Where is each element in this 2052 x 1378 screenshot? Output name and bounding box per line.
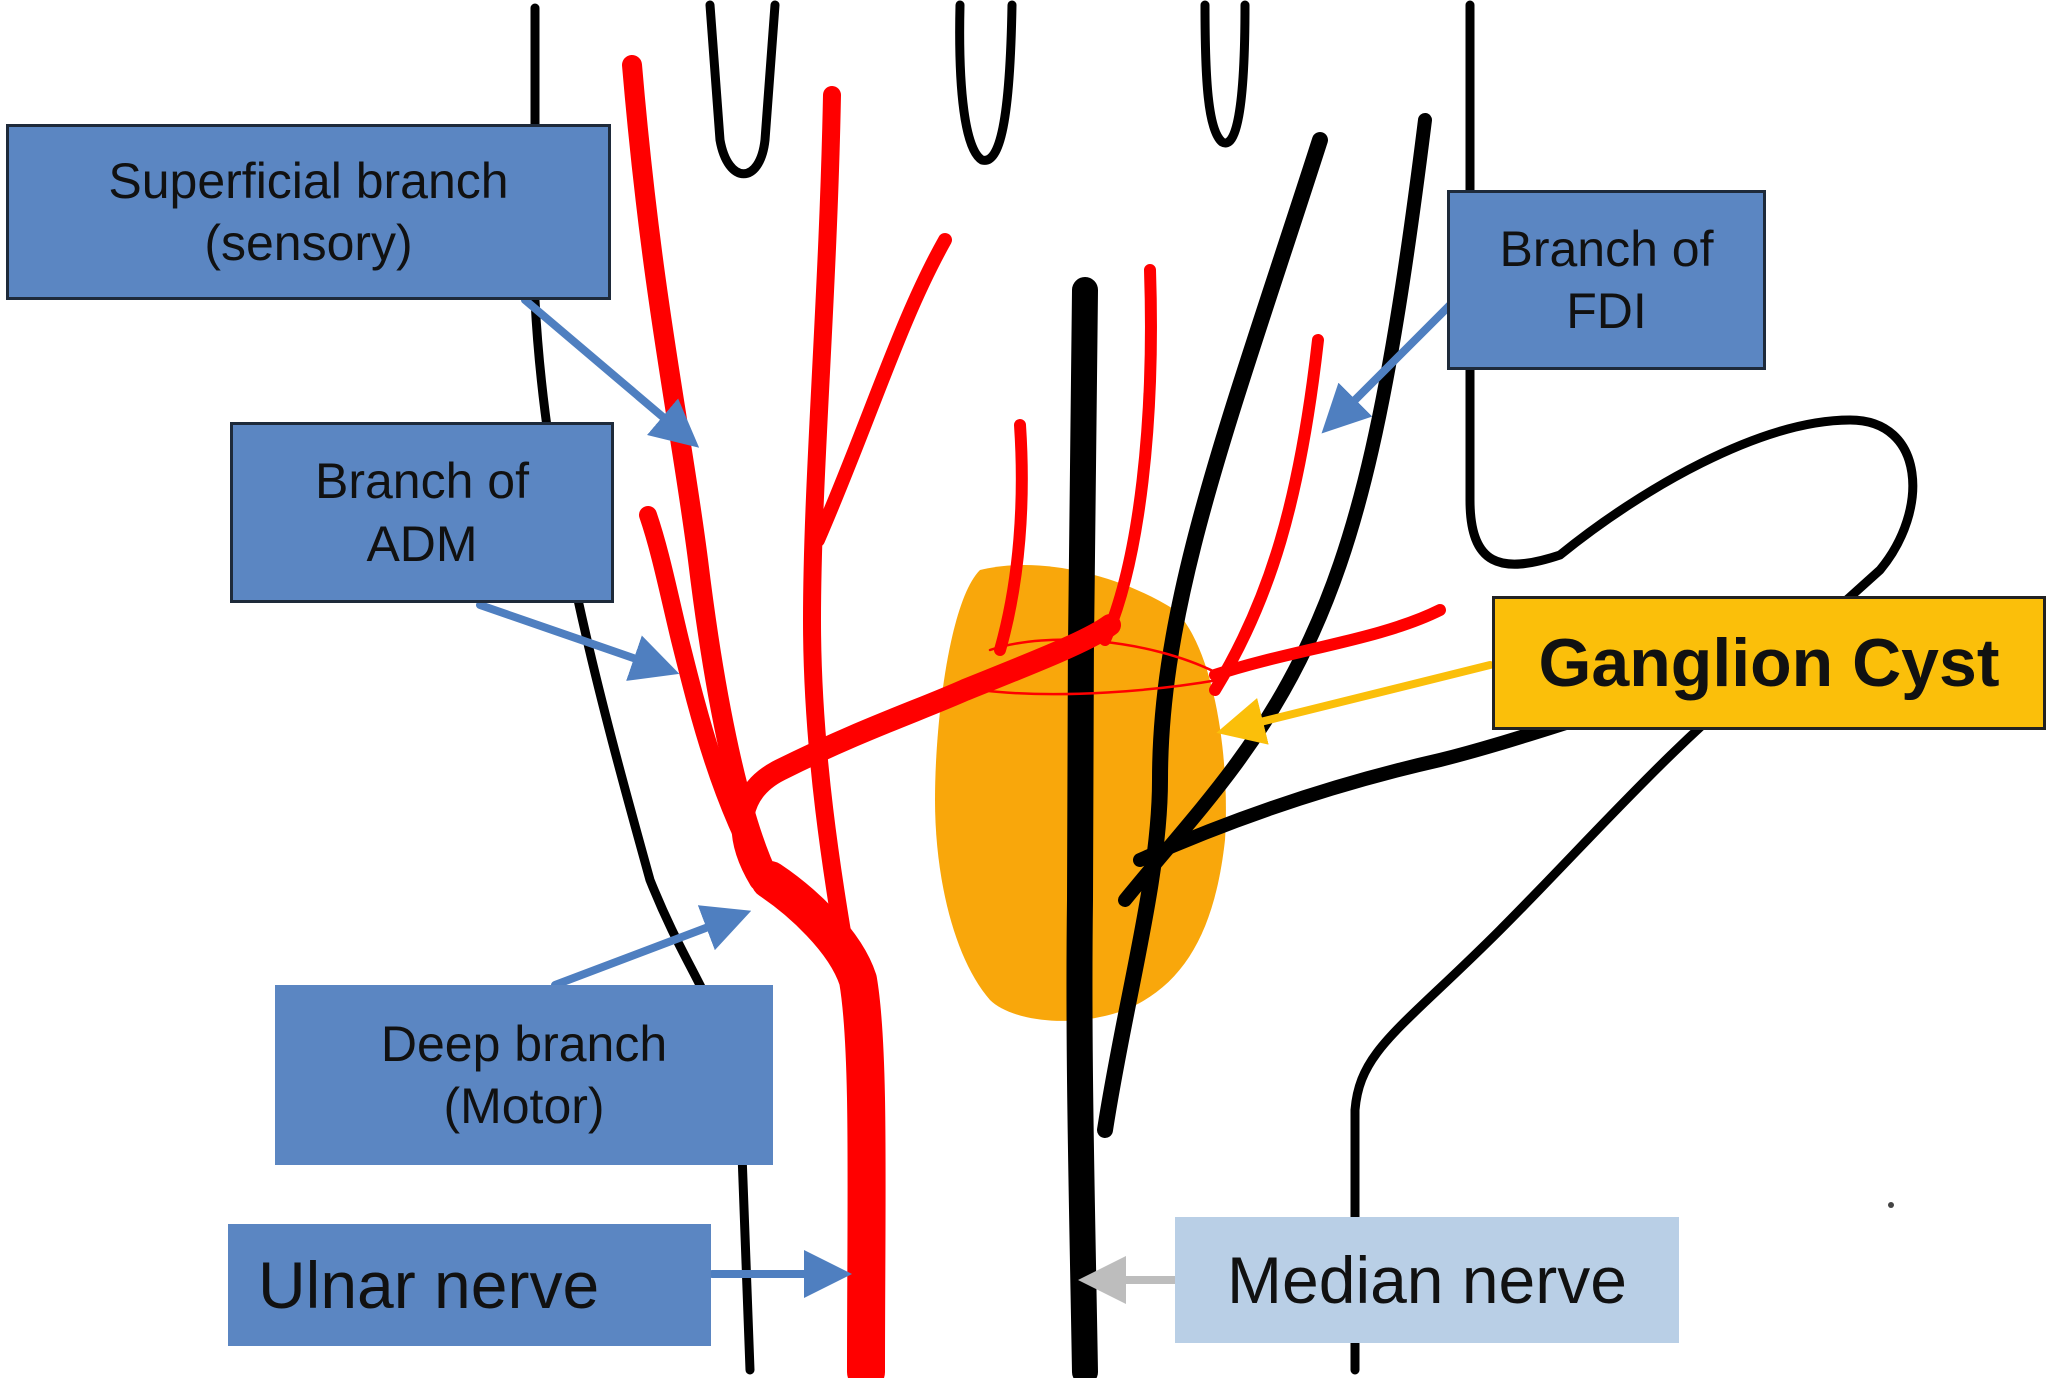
label-superficial-line1: Superficial branch xyxy=(108,152,509,209)
label-adm-line2: ADM xyxy=(366,515,478,572)
arrow-ganglion-cyst xyxy=(1216,661,1494,745)
label-deep-line2: (Motor) xyxy=(443,1078,605,1134)
label-ulnar-text: Ulnar nerve xyxy=(258,1247,600,1322)
median-nerve xyxy=(1066,113,1707,1378)
median-nerve-trunk xyxy=(1066,277,1098,1378)
deep-sub-branch-1 xyxy=(994,419,1028,656)
hand-outline-finger-gap-2 xyxy=(955,0,1017,165)
ulnar-nerve-trunk xyxy=(751,861,886,1378)
label-median-text: Median nerve xyxy=(1227,1242,1627,1317)
hand-outline-thumb xyxy=(1350,0,1918,1375)
label-superficial-branch: Superficial branch (sensory) xyxy=(6,124,611,300)
deep-branch xyxy=(731,614,1121,891)
cyst-thin-branch-3 xyxy=(998,608,1007,652)
label-deep-branch: Deep branch (Motor) xyxy=(275,985,773,1165)
label-superficial-line2: (sensory) xyxy=(204,215,413,271)
cyst-thin-branch-1 xyxy=(988,638,1217,674)
label-branch-of-adm: Branch of ADM xyxy=(230,422,614,603)
median-branch-2 xyxy=(1118,113,1432,907)
superficial-branch xyxy=(622,55,780,890)
label-ganglion-cyst: Ganglion Cyst xyxy=(1492,596,2046,730)
deep-sub-branch-3 xyxy=(1209,604,1446,681)
deep-sub-branch-2 xyxy=(1099,264,1157,646)
hand-outline-finger-gap-3 xyxy=(1200,0,1250,148)
fdi-branch xyxy=(1209,334,1324,696)
label-fdi-line2: FDI xyxy=(1566,283,1647,339)
label-adm-line1: Branch of xyxy=(314,453,529,509)
label-cyst-text: Ganglion Cyst xyxy=(1538,624,2000,701)
speck-dot xyxy=(1888,1202,1894,1208)
label-branch-of-fdi: Branch of FDI xyxy=(1447,190,1766,370)
arrow-deep-branch xyxy=(551,905,752,989)
arrow-superficial-branch xyxy=(521,296,700,448)
annotation-arrows xyxy=(476,296,1494,1304)
superficial-sub-branch-2 xyxy=(811,233,952,547)
label-median-nerve: Median nerve xyxy=(1175,1217,1679,1343)
label-ulnar-nerve: Ulnar nerve xyxy=(228,1224,711,1346)
arrow-fdi-branch xyxy=(1321,301,1454,434)
superficial-sub-branch-1 xyxy=(803,86,859,989)
median-branch-1 xyxy=(1097,132,1328,1138)
cyst-thin-branch-2 xyxy=(978,678,1220,696)
label-deep-line1: Deep branch xyxy=(380,1015,668,1072)
hand-outline-finger-gap-1 xyxy=(705,0,780,179)
ulnar-nerve xyxy=(622,55,1446,1378)
arrow-adm-branch xyxy=(476,601,680,681)
label-fdi-line1: Branch of xyxy=(1499,220,1714,277)
